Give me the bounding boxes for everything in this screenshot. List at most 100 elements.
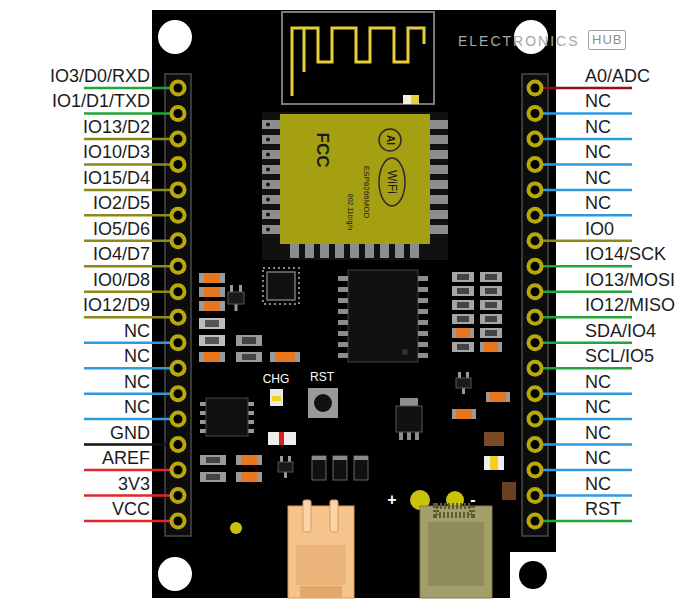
soic-chip xyxy=(248,411,254,415)
pin-label: NC xyxy=(585,447,611,469)
pin-label: SDA/IO4 xyxy=(585,320,656,342)
pin-label: IO2/D5 xyxy=(93,192,150,214)
capacitor xyxy=(485,288,497,294)
usb-connector xyxy=(436,506,472,515)
header-pad xyxy=(174,109,183,118)
pin-label: IO4/D7 xyxy=(93,243,150,265)
pin-leader xyxy=(84,189,178,192)
pin-label: IO1/D1/TXD xyxy=(52,90,150,112)
pin-leader xyxy=(84,316,178,319)
resistor xyxy=(480,342,502,352)
pin-label: IO13/MOSI xyxy=(585,269,675,291)
header-pad xyxy=(170,181,187,198)
capacitor xyxy=(502,482,516,500)
pin-label: RST xyxy=(585,498,621,520)
resistor xyxy=(204,301,220,311)
user-led xyxy=(490,456,498,470)
ic-pin xyxy=(338,331,348,336)
capacitor xyxy=(452,342,474,352)
pin-leader xyxy=(84,291,178,294)
module-pad xyxy=(365,244,374,258)
watermark-badge: HUB xyxy=(588,30,626,50)
pin-label: AREF xyxy=(102,447,150,469)
pin-leader xyxy=(535,240,632,243)
header-pad xyxy=(174,262,183,271)
pin-leader xyxy=(84,138,178,141)
capacitor xyxy=(480,272,502,282)
ic-pin xyxy=(418,342,428,347)
header-pad xyxy=(170,360,187,377)
header-pad xyxy=(170,436,187,453)
soic-chip xyxy=(200,402,206,406)
pin-leader xyxy=(535,367,632,370)
pin-leader xyxy=(84,240,178,243)
header-pad xyxy=(527,80,544,97)
transistor xyxy=(230,285,233,292)
pin-one-mark xyxy=(402,349,408,355)
module-pad xyxy=(410,244,419,258)
charge-led xyxy=(270,389,283,406)
resistor xyxy=(204,273,220,283)
mounting-pad xyxy=(510,552,556,598)
capacitor xyxy=(199,335,225,346)
ic-pin xyxy=(418,287,428,292)
header-pad xyxy=(531,440,540,449)
pin-label: NC xyxy=(585,90,611,112)
pin-leader xyxy=(535,291,632,294)
pin-label: IO12/D9 xyxy=(83,294,150,316)
capacitor xyxy=(206,457,220,463)
usb-connector xyxy=(420,506,492,598)
pin-leader xyxy=(535,112,632,115)
header-pad xyxy=(531,84,540,93)
pin-label: IO13/D2 xyxy=(83,116,150,138)
battery-connector xyxy=(300,586,342,598)
logo-text: AI xyxy=(384,135,396,145)
module-pad xyxy=(266,213,270,217)
charge-led xyxy=(270,389,283,406)
power-led xyxy=(279,432,284,445)
header-pad xyxy=(174,364,183,373)
capacitor xyxy=(236,335,262,346)
header-pad xyxy=(174,389,183,398)
diode xyxy=(312,456,326,460)
capacitor xyxy=(480,286,502,296)
pin-label: IO0 xyxy=(585,218,614,240)
pin-label: VCC xyxy=(112,498,150,520)
header-pad xyxy=(170,207,187,224)
ic-pin xyxy=(418,320,428,325)
pin-leader xyxy=(84,265,178,268)
capacitor xyxy=(452,272,474,282)
module-pad xyxy=(320,244,329,258)
ic-pin xyxy=(418,331,428,336)
ic-pin xyxy=(338,309,348,314)
ic-pin xyxy=(338,320,348,325)
header-pad xyxy=(170,105,187,122)
resistor xyxy=(490,392,506,402)
pin-leader xyxy=(84,443,178,446)
pcb-antenna xyxy=(282,12,434,104)
mounting-pad xyxy=(510,552,556,598)
capacitor xyxy=(480,300,502,310)
polarity-mark: + xyxy=(387,491,396,509)
ic-pin xyxy=(338,353,348,358)
header-pad xyxy=(527,232,544,249)
pin-label: A0/ADC xyxy=(585,65,650,87)
header-pad xyxy=(531,364,540,373)
qfn-chip xyxy=(267,272,295,300)
transistor xyxy=(280,456,283,462)
pin-label: IO14/SCK xyxy=(585,243,666,265)
capacitor xyxy=(485,302,497,308)
capacitor xyxy=(236,352,262,362)
mounting-hole xyxy=(158,557,192,591)
capacitor xyxy=(242,354,256,360)
soic-chip xyxy=(200,411,206,415)
capacitor xyxy=(200,472,226,482)
pin-header xyxy=(165,74,548,536)
pin-label: NC xyxy=(124,396,150,418)
capacitor xyxy=(485,274,497,280)
soic-chip xyxy=(248,420,254,424)
pin-leader xyxy=(84,392,178,395)
led-label: CHG xyxy=(263,372,290,386)
module-pad xyxy=(290,244,299,258)
header-pad xyxy=(174,287,183,296)
